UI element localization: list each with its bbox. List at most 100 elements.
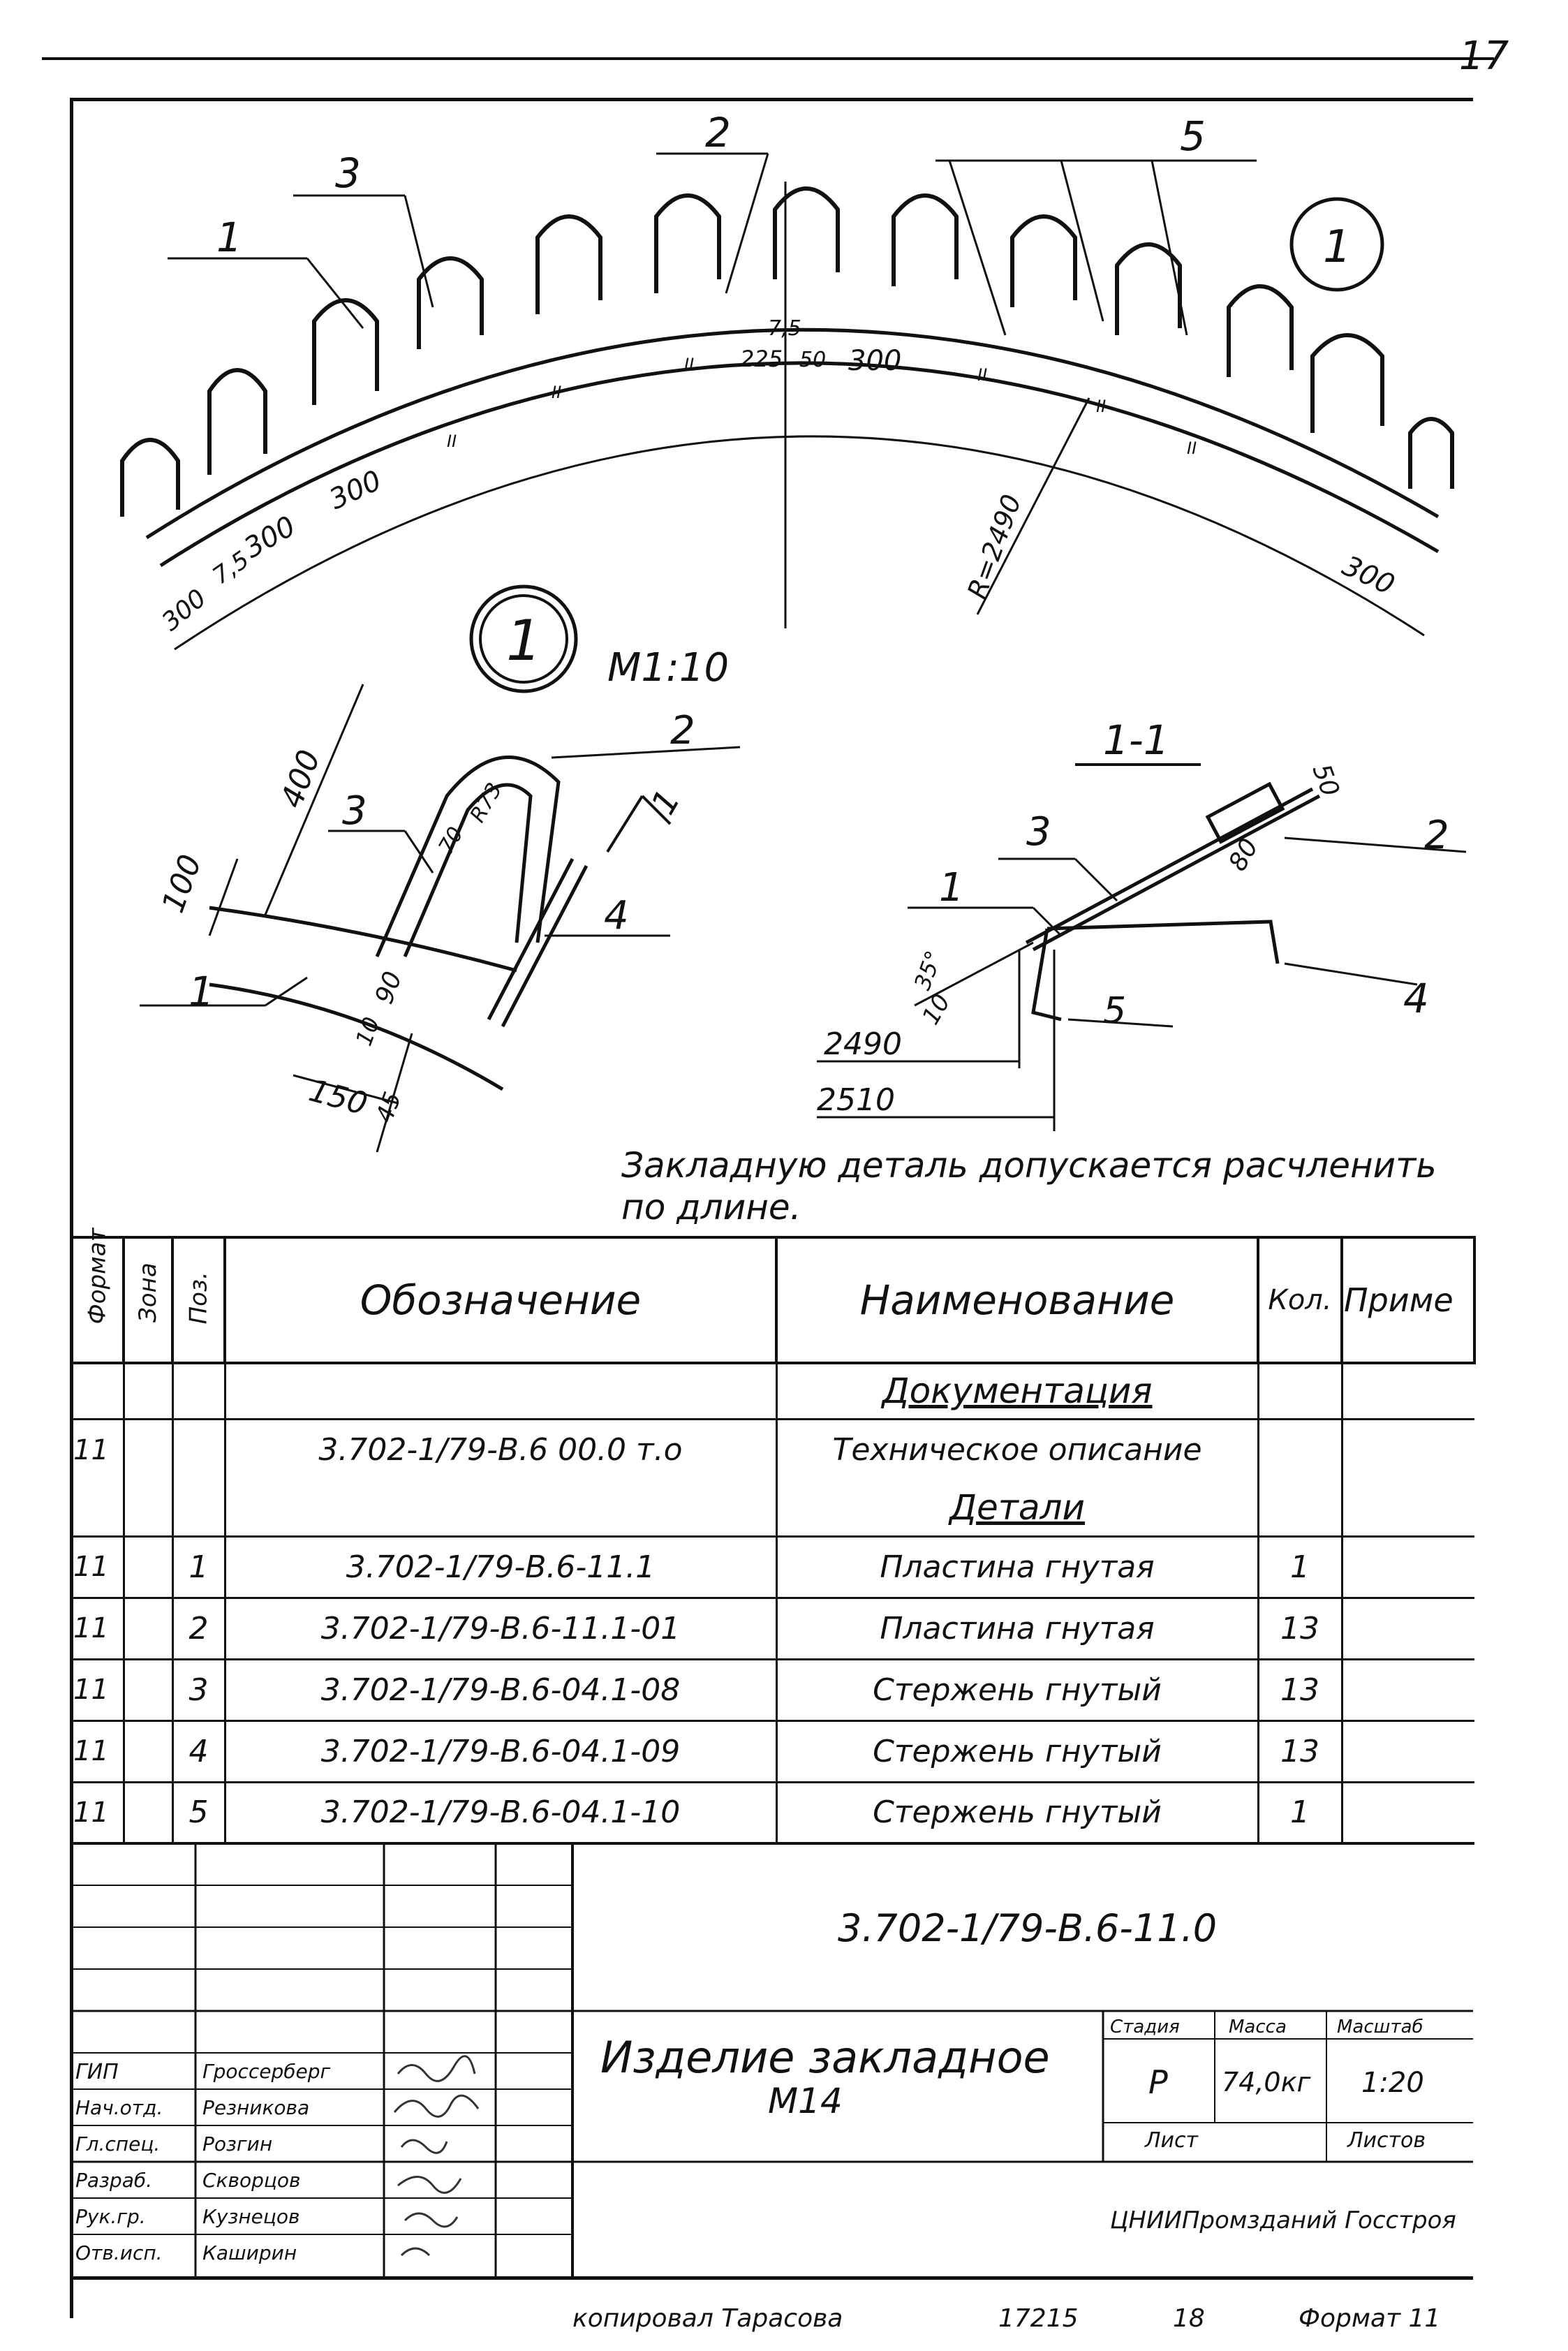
spec-row: 11 5 3.702-1/79-В.6-04.1-10 Стержень гну…	[70, 1782, 1474, 1843]
cell-pos: 5	[172, 1782, 226, 1843]
loop	[1310, 333, 1384, 433]
dim: 150	[305, 1073, 371, 1122]
sheets-label: Листов	[1347, 2128, 1426, 2153]
cell-format: 11	[70, 1720, 125, 1782]
detail-loop-inner	[403, 783, 533, 957]
callout-3: 3	[342, 788, 367, 834]
loop	[654, 193, 721, 293]
loops	[120, 186, 1454, 517]
sig-role: Гл.спец.	[75, 2132, 161, 2155]
callout-3: 3	[335, 149, 361, 197]
header-format: Формат	[70, 1228, 125, 1364]
repeat-mark: II	[552, 383, 561, 402]
handwritten-signatures	[393, 2055, 480, 2257]
header-note: Приме	[1340, 1236, 1476, 1364]
cell-name: Пластина гнутая	[776, 1536, 1259, 1598]
title-block: 3.702-1/79-В.6-11.0 Изделие закладное М1…	[70, 1843, 1473, 2276]
leader	[1032, 906, 1063, 937]
leader	[404, 830, 434, 874]
spec-row: 11 2 3.702-1/79-В.6-11.1-01 Пластина гну…	[70, 1598, 1474, 1659]
loop	[535, 214, 602, 314]
sig-name: Каширин	[202, 2241, 297, 2264]
cell-name: Стержень гнутый	[776, 1720, 1259, 1782]
loop	[417, 256, 484, 349]
leader	[1060, 160, 1104, 322]
sig-name: Скворцов	[202, 2169, 301, 2192]
spec-row: 11 3 3.702-1/79-В.6-04.1-08 Стержень гну…	[70, 1659, 1474, 1720]
arc-plate-outer	[145, 327, 1440, 540]
leader	[551, 746, 741, 759]
footer-number: 17215	[998, 2304, 1079, 2333]
section-docs-label: Документация	[776, 1363, 1259, 1419]
callout-2: 1	[216, 214, 242, 261]
callout-1: 2	[705, 109, 731, 156]
scale-value: 1:20	[1361, 2067, 1424, 2099]
repeat-mark: II	[684, 355, 694, 374]
cell-pos: 3	[172, 1659, 226, 1720]
callout-1: 1	[188, 968, 214, 1015]
leader	[1067, 1018, 1174, 1028]
section-arrow	[641, 795, 672, 825]
leader	[1151, 160, 1188, 336]
cell-designation: 3.702-1/79-В.6-04.1-10	[225, 1782, 778, 1843]
repeat-mark: II	[1096, 397, 1106, 416]
title-line-1: Изделие закладное	[600, 2032, 1050, 2083]
section-plate	[1025, 787, 1314, 945]
cell-name: Техническое описание	[776, 1419, 1259, 1480]
sheet-label: Лист	[1145, 2128, 1199, 2153]
section-rod-4	[1046, 920, 1280, 964]
organization: ЦНИИПромзданий Госстроя	[1110, 2206, 1456, 2234]
dim-line	[914, 941, 1034, 1007]
dim: 300	[156, 584, 212, 637]
footer-format: Формат 11	[1299, 2304, 1441, 2333]
loop	[773, 186, 840, 279]
leader	[725, 153, 769, 294]
section-parts-label: Детали	[776, 1480, 1259, 1536]
callout-4: 4	[1403, 975, 1429, 1022]
cell-qty: 1	[1258, 1782, 1343, 1843]
dim: 80	[1223, 834, 1264, 876]
dim-line	[208, 858, 239, 936]
section-arrow	[606, 795, 644, 853]
dim: 90	[370, 968, 408, 1008]
scale-label: М1:10	[607, 645, 729, 691]
dim-line	[293, 1074, 399, 1105]
leader	[1074, 857, 1118, 902]
dim-line	[264, 684, 364, 915]
view-label-circle-inner	[479, 594, 568, 684]
header-pos: Поз.	[171, 1236, 226, 1364]
loop	[120, 438, 180, 517]
dim: 10	[917, 989, 956, 1029]
cell-pos: 4	[172, 1720, 226, 1782]
cell-qty: 1	[1258, 1536, 1343, 1598]
repeat-mark: II	[447, 432, 457, 451]
repeat-mark: II	[1187, 438, 1197, 458]
leader	[306, 258, 364, 329]
dim: 2510	[817, 1082, 895, 1118]
leader	[948, 160, 1007, 336]
detail-rod-4	[487, 857, 575, 1021]
loop	[1010, 214, 1077, 307]
stage-value: Р	[1148, 2063, 1168, 2101]
header-qty: Кол.	[1257, 1236, 1343, 1364]
detail-rod-4b	[501, 864, 589, 1028]
sig-name: Розгин	[202, 2132, 273, 2155]
loop	[207, 368, 267, 475]
dim: 300	[239, 510, 301, 565]
dim-line	[376, 1033, 413, 1153]
spec-row: 11 1 3.702-1/79-В.6-11.1 Пластина гнутая…	[70, 1536, 1474, 1598]
note-line-2: по длине.	[621, 1187, 801, 1228]
cell-name: Стержень гнутый	[776, 1659, 1259, 1720]
sig-role: Разраб.	[75, 2169, 153, 2192]
view-label-circle-outer	[469, 584, 578, 693]
dim: 35°	[909, 947, 947, 993]
cell-designation: 3.702-1/79-В.6-11.1	[225, 1536, 778, 1598]
dim: 50	[1307, 760, 1345, 800]
cell-format: 11	[70, 1598, 125, 1659]
page-number: 17	[1459, 34, 1509, 79]
leader	[1284, 837, 1467, 853]
dim: 225	[740, 346, 783, 372]
sig-name: Кузнецов	[202, 2205, 300, 2228]
detail-loop-outer	[375, 756, 561, 957]
dim-radius: R=2490	[961, 490, 1027, 603]
